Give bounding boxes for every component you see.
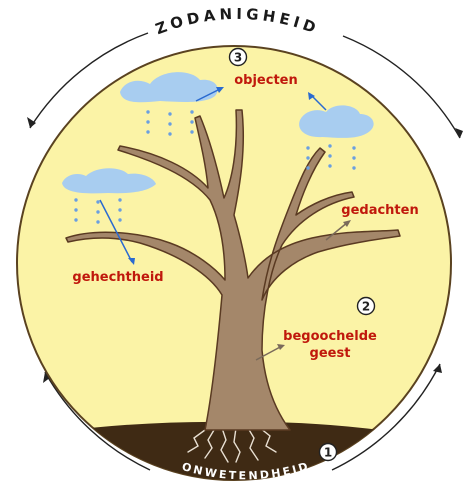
number-marker-1: 1 [320, 444, 337, 461]
svg-text:2: 2 [362, 300, 370, 314]
ground-layer [0, 422, 469, 497]
arrowhead-left [27, 117, 36, 128]
number-marker-3: 3 [230, 49, 247, 66]
label-begoochelde-2: geest [310, 346, 351, 361]
label-gedachten: gedachten [341, 203, 418, 218]
number-marker-2: 2 [358, 298, 375, 315]
ground [0, 422, 469, 497]
label-gehechtheid: gehechtheid [72, 270, 163, 285]
title-top: ZODANIGHEID [153, 5, 322, 38]
svg-text:3: 3 [234, 51, 242, 65]
svg-text:1: 1 [324, 446, 332, 460]
label-begoochelde-1: begoochelde [283, 329, 377, 344]
label-objecten: objecten [234, 73, 298, 88]
arrowhead-bottom-right [433, 364, 442, 373]
